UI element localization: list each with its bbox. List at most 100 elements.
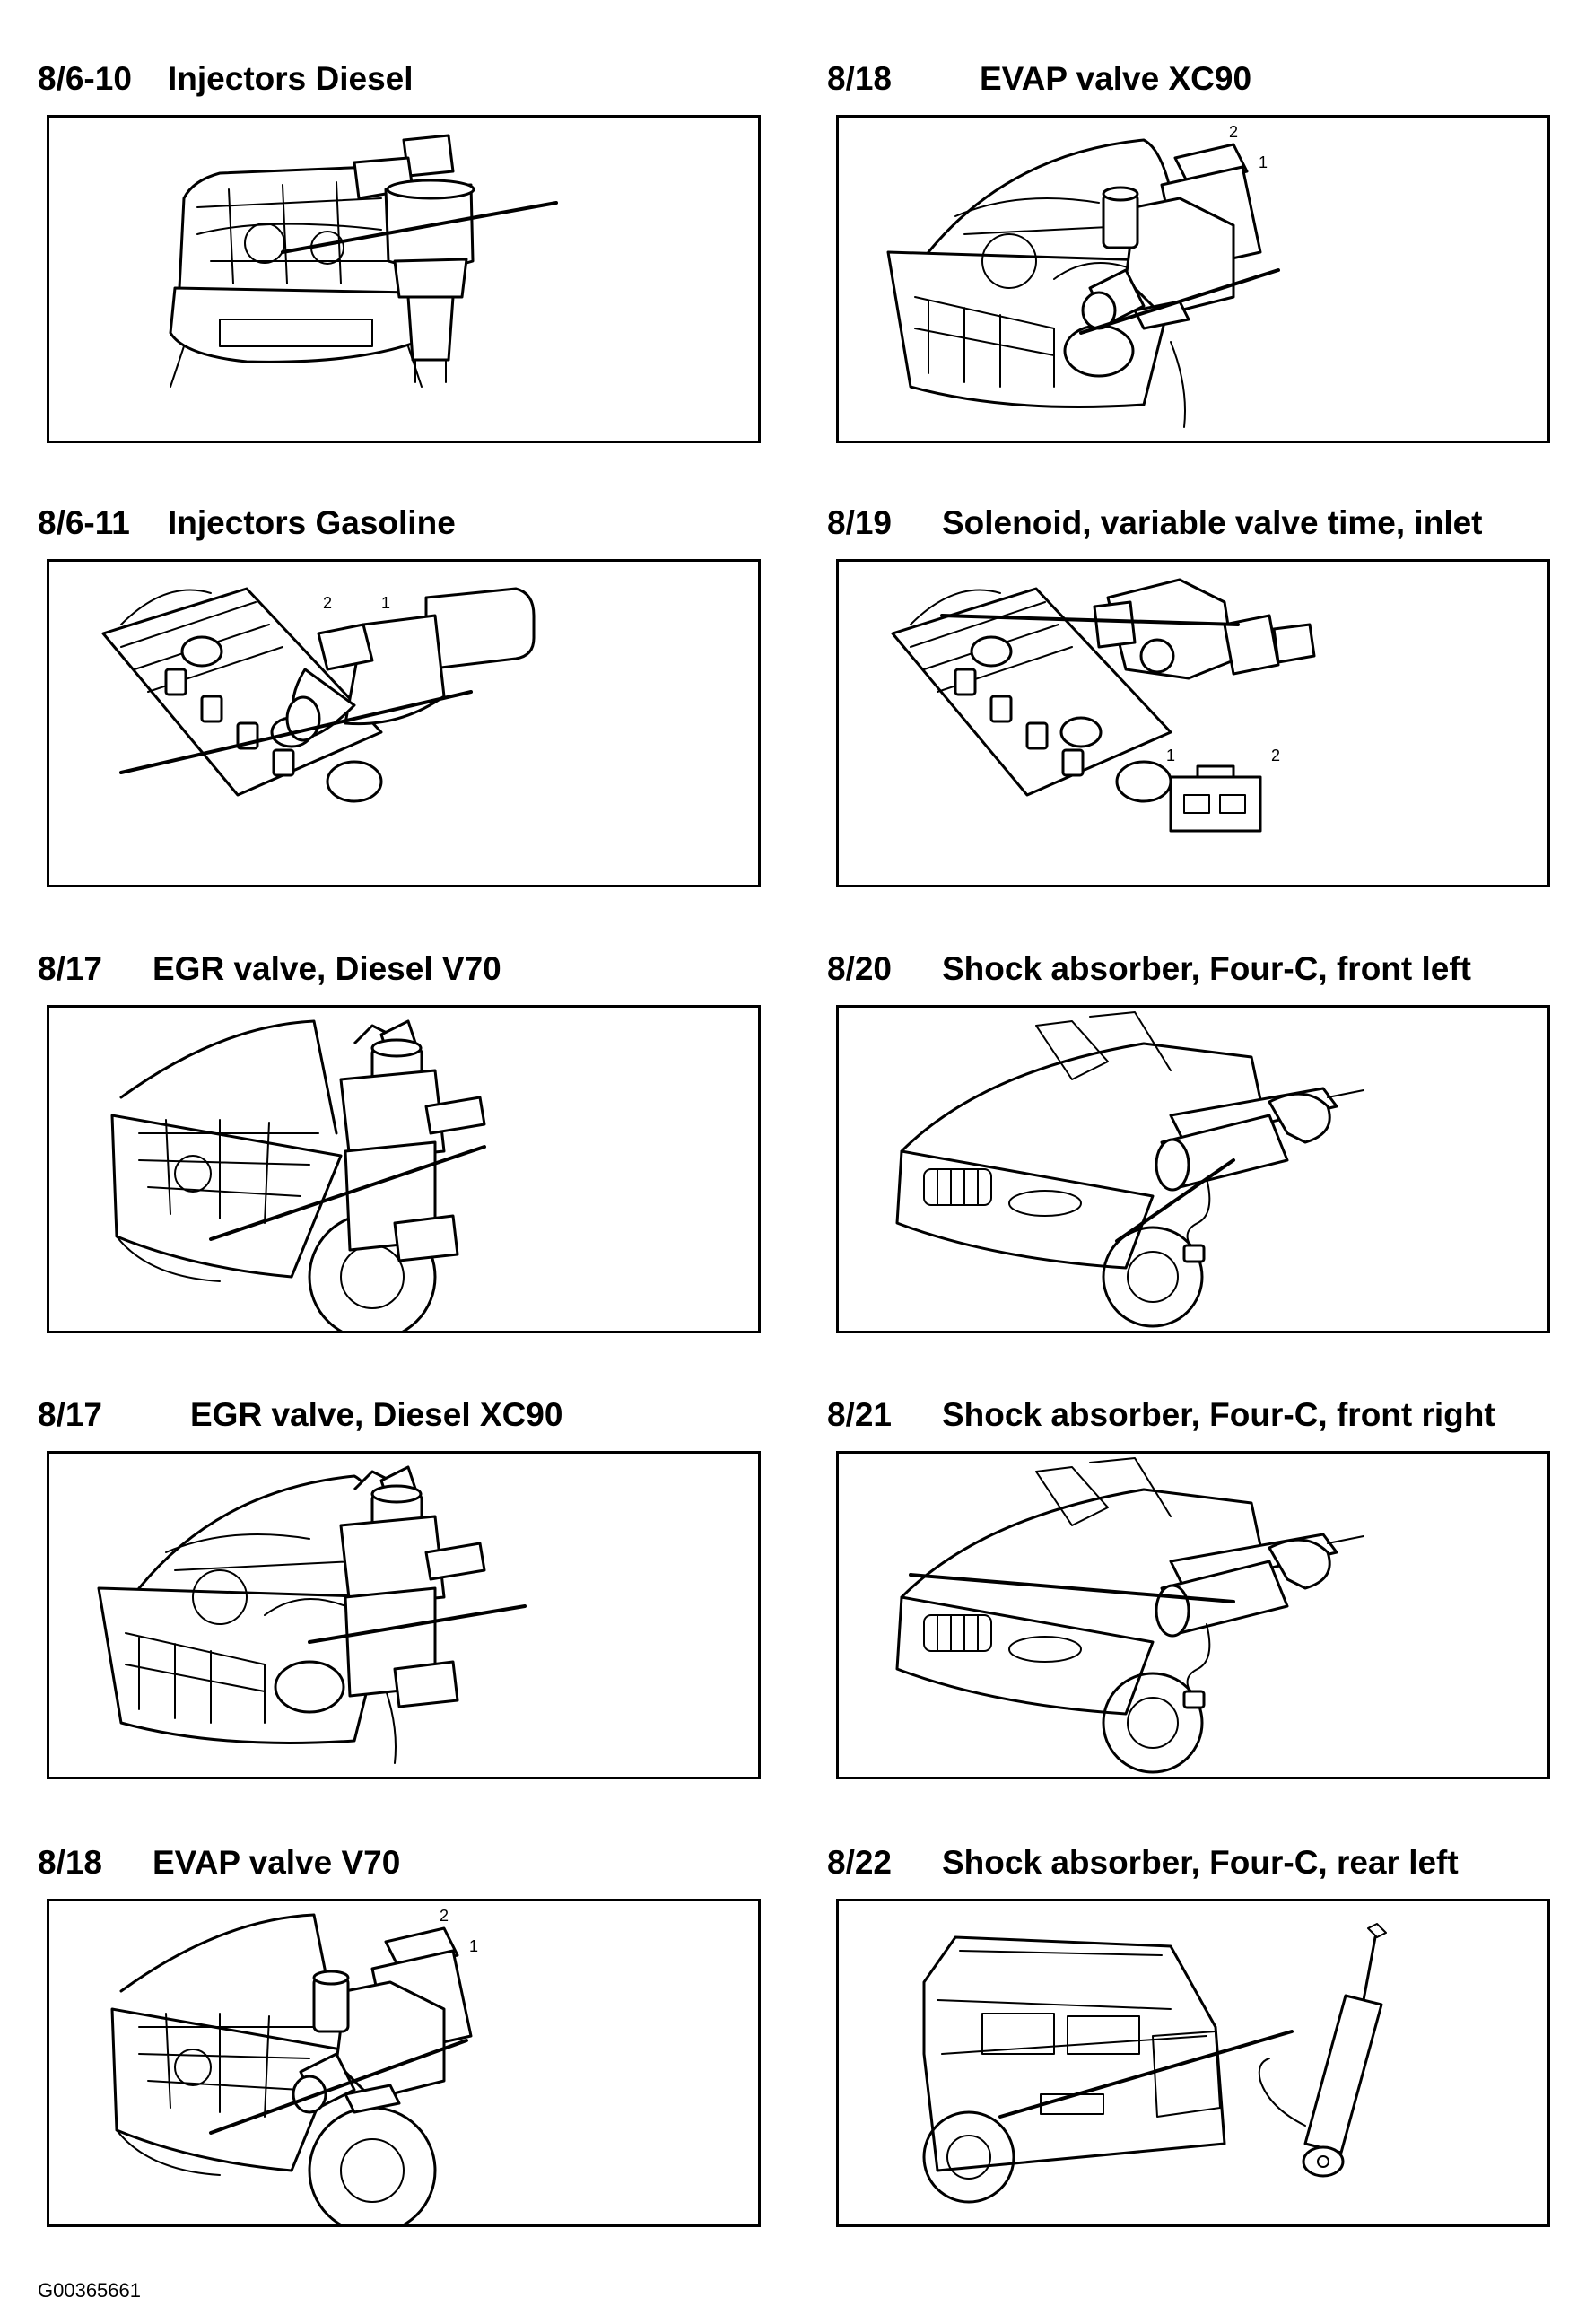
pin-number-label: 2 — [323, 594, 332, 612]
vvt-solenoid-part — [1093, 600, 1137, 649]
pin-number-label: 1 — [381, 594, 390, 612]
grille — [937, 1614, 979, 1652]
cylinder-head-sketch — [1059, 716, 1103, 748]
injector-connector — [1061, 748, 1085, 777]
injector-connector — [317, 623, 374, 671]
front-shock-part — [1268, 1538, 1331, 1590]
component-code: 8/17 — [38, 1396, 103, 1433]
engine-bay-sketch — [244, 223, 285, 264]
egr-valve-part — [339, 1515, 446, 1608]
car-body-sketch — [946, 2135, 991, 2180]
component-detail-view — [339, 1019, 486, 1262]
injector-connector — [272, 748, 295, 777]
engine-bay-sketch — [219, 319, 373, 347]
pin-number-label: 2 — [440, 1907, 449, 1925]
engine-bay-sketch — [116, 2129, 221, 2176]
leader-line — [940, 614, 1240, 626]
component-detail-view — [339, 1465, 486, 1708]
engine-bay-sketch — [119, 1913, 338, 2029]
front-left-shock-illustration — [895, 1011, 1364, 1328]
evap-valve-v70-illustration: 21 — [110, 1907, 478, 2224]
component-detail-view — [1081, 143, 1262, 330]
connector-face — [1196, 764, 1235, 779]
car-body-sketch — [1102, 1672, 1204, 1774]
front-shock-part — [1155, 1138, 1190, 1192]
sensor-plug — [1182, 1244, 1206, 1263]
car-body-sketch — [1102, 1226, 1204, 1328]
engine-bay-sketch — [886, 250, 1181, 408]
cylinder-head-sketch — [180, 635, 223, 668]
rear-shock-part — [1367, 1923, 1387, 1938]
injector-connector — [954, 668, 977, 696]
component-title: EVAP valve V70 — [153, 1844, 401, 1881]
figure-code: G00365661 — [38, 2279, 141, 2302]
front-shock-part — [1186, 1177, 1211, 1251]
evap-valve-part — [312, 1976, 350, 2033]
evap-valve-part — [292, 2075, 327, 2114]
leader-line — [1079, 268, 1280, 335]
rear-shock-part — [1302, 2145, 1345, 2178]
component-title: Shock absorber, Four-C, rear left — [942, 1844, 1459, 1881]
grille — [923, 1168, 992, 1206]
car-body-sketch — [922, 1935, 1226, 2172]
evap-valve-part — [1102, 192, 1139, 249]
vehicle-location-view — [101, 587, 383, 803]
vvt-solenoid-part — [1223, 614, 1280, 676]
rear-shock-part — [1258, 2058, 1306, 2127]
component-title: Injectors Diesel — [168, 60, 414, 97]
leader-line — [308, 1604, 527, 1644]
diesel-injector-part — [406, 295, 455, 362]
front-shock-part — [1268, 1092, 1331, 1144]
leader-line — [209, 2039, 468, 2135]
sensor-plug — [1182, 1690, 1206, 1709]
egr-valve-part — [424, 1542, 486, 1581]
injector-connector — [1025, 721, 1049, 750]
leader-line — [909, 1573, 1235, 1603]
engine-bay-sketch — [169, 286, 419, 363]
evap-valve-xc90-illustration: 21 — [886, 123, 1280, 428]
front-shock-part — [1186, 1623, 1211, 1697]
engine-bay-sketch — [138, 1119, 319, 1224]
car-body-sketch — [1008, 1636, 1082, 1663]
vehicle-location-view — [895, 1457, 1271, 1774]
rear-shock-part — [1317, 2155, 1329, 2168]
component-detail-view — [1155, 1087, 1364, 1263]
car-body-sketch — [922, 2110, 1015, 2204]
vehicle-location-view — [110, 1019, 437, 1331]
evap-valve-part — [344, 2084, 401, 2114]
component-title: Solenoid, variable valve time, inlet — [942, 504, 1483, 541]
cylinder-head-sketch — [891, 587, 1172, 797]
leader-line — [998, 2030, 1294, 2119]
egr-valve-part — [424, 1096, 486, 1135]
component-detail-view — [353, 134, 475, 383]
engine-bay-sketch — [174, 2049, 212, 2086]
diesel-injector-part — [414, 359, 447, 383]
gasoline-injector-part — [424, 587, 536, 671]
rear-left-shock-illustration — [922, 1923, 1387, 2204]
engine-bay-sketch — [340, 1245, 405, 1309]
car-body-sketch — [1127, 1251, 1179, 1303]
pin-number-label: 2 — [1271, 747, 1280, 764]
engine-bay-sketch — [165, 1533, 355, 1616]
component-code: 8/17 — [38, 950, 103, 987]
car-body-sketch — [1035, 1011, 1172, 1080]
engine-bay-sketch — [274, 1660, 345, 1714]
car-body-sketch — [937, 1950, 1207, 2055]
injector-connector — [989, 695, 1013, 723]
evap-valve-part — [1102, 186, 1139, 202]
engine-bay-sketch — [125, 1632, 266, 1724]
front-shock-part — [1327, 1089, 1364, 1098]
pin-number-label: 1 — [469, 1937, 478, 1955]
engine-bay-sketch — [192, 1569, 248, 1625]
component-code: 8/6-10 — [38, 60, 132, 97]
leader-line — [119, 690, 473, 774]
component-illustration-frame — [836, 1899, 1550, 2227]
engine-bay-sketch — [981, 233, 1037, 289]
leader-line — [281, 201, 558, 254]
component-code: 8/21 — [827, 1396, 893, 1433]
component-detail-view — [1093, 578, 1316, 833]
